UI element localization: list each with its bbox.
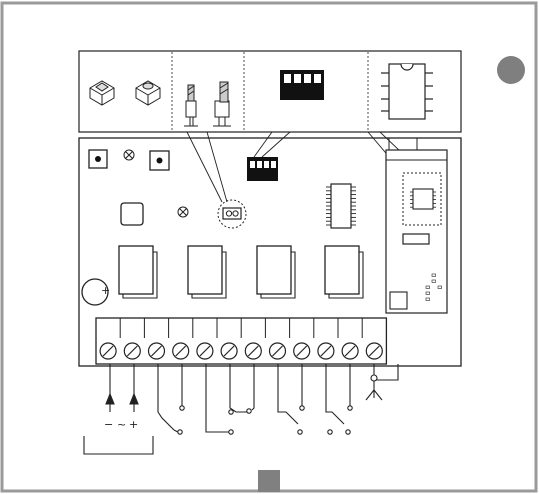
module-pad [426, 292, 430, 295]
led-indicator-1 [124, 150, 134, 160]
bottom-tab [258, 470, 280, 492]
module-pad [426, 298, 430, 301]
square-button [121, 203, 143, 225]
relay [257, 246, 295, 298]
push-button-2 [150, 151, 169, 170]
module-pad [432, 274, 436, 277]
capacitor-plus-label: + [101, 284, 110, 297]
jumper-closed-icon [213, 82, 231, 126]
relay [188, 246, 226, 298]
plus-label: + [129, 418, 138, 431]
module-pad [426, 286, 430, 289]
step-badge [497, 56, 525, 84]
relay [119, 246, 157, 298]
dip-switch-board [247, 157, 278, 181]
terminal-block [96, 318, 386, 364]
smd-chip [326, 184, 356, 228]
tactile-switch-icon [90, 81, 114, 105]
jumper-board [218, 200, 246, 228]
ic-dip8-detail [381, 64, 433, 119]
terminal-screw [100, 343, 116, 359]
capacitor: + [82, 279, 110, 305]
push-button-1 [89, 150, 107, 168]
relays [119, 246, 363, 298]
external-wiring [84, 364, 398, 454]
module-pad [432, 280, 436, 283]
tilde-label: ~ [117, 418, 126, 431]
minus-label: − [104, 418, 113, 431]
led-indicator-2 [178, 207, 188, 217]
dip-switch-detail [280, 70, 324, 100]
jumper-open-icon [184, 85, 198, 126]
tactile-switch-round-icon [136, 81, 160, 105]
module-pad [438, 286, 442, 289]
relay [325, 246, 363, 298]
